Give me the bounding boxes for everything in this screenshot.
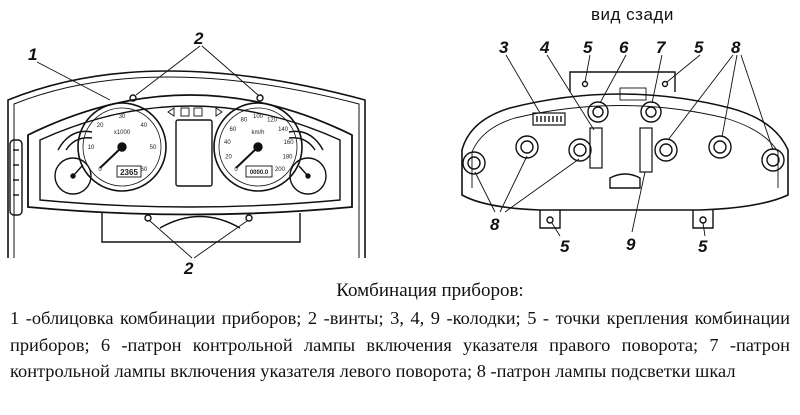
callout-1: 1: [28, 45, 37, 64]
callout-2-bottom: 2: [183, 259, 194, 278]
tacho-tick-label: 0: [98, 167, 102, 173]
speedo-tick-label: 80: [241, 117, 248, 123]
tacho-tick-label: 20: [97, 123, 104, 129]
lamp-socket: [462, 151, 486, 175]
speedo-tick-label: 0: [234, 167, 238, 173]
tacho-tick-label: 10: [88, 145, 95, 151]
lamp-socket: [515, 135, 539, 159]
callout-5-a: 5: [583, 38, 593, 57]
speedo-tick-label: 40: [224, 140, 231, 146]
speedo-tick-label: 180: [282, 155, 293, 161]
callout-6: 6: [619, 38, 629, 57]
callout-3: 3: [499, 38, 509, 57]
cluster-bezel: [27, 94, 353, 216]
right-turn-socket: [587, 101, 609, 123]
callout-8-bottom: 8: [490, 215, 500, 234]
callout-5-b: 5: [694, 38, 704, 57]
temp-gauge: [288, 130, 327, 195]
speedo-tick-label: 20: [225, 155, 232, 161]
odometer-readout: 2365: [120, 168, 138, 177]
lamp-socket: [654, 138, 678, 162]
caption-body: 1 -облицовка комбинации приборов; 2 -вин…: [10, 308, 790, 381]
speedo-unit: km/h: [251, 130, 264, 136]
left-turn-socket: [640, 101, 662, 123]
view-label: вид сзади: [591, 5, 674, 24]
tacho-tick-label: 40: [141, 123, 148, 129]
lamp-socket: [761, 148, 785, 172]
callout-8-top: 8: [731, 38, 741, 57]
caption-title: Комбинация приборов:: [336, 280, 524, 301]
back-view: [461, 54, 789, 237]
tacho-tick-label: 30: [119, 114, 126, 120]
connector-3: [532, 112, 566, 126]
front-view: 2365 x1000: [7, 45, 366, 259]
tachometer: 2365 x1000: [77, 102, 167, 192]
instrument-cluster-diagram: 2365 x1000: [7, 5, 789, 278]
tacho-tick-label: 60: [141, 167, 148, 173]
callout-7: 7: [656, 38, 667, 57]
temp-gauge-left: [57, 130, 93, 151]
lamp-socket: [708, 135, 732, 159]
callout-9: 9: [626, 235, 636, 254]
trip-readout: 0000.0: [250, 170, 269, 176]
figure-caption: Комбинация приборов: 1 -облицовка комбин…: [0, 279, 800, 385]
speedo-tick-label: 140: [278, 127, 289, 133]
connector-9: [639, 127, 653, 173]
tacho-tick-label: 50: [150, 145, 157, 151]
callout-2-top: 2: [193, 29, 204, 48]
callout-5-c: 5: [560, 237, 570, 256]
callout-5-d: 5: [698, 237, 708, 256]
speedo-tick-label: 60: [230, 127, 237, 133]
speedo-tick-label: 120: [267, 117, 278, 123]
speedometer: 0000.0 km/h: [213, 102, 303, 192]
callout-4: 4: [539, 38, 550, 57]
central-display: [175, 119, 213, 187]
speedo-tick-label: 200: [275, 167, 286, 173]
speedo-tick-label: 160: [284, 140, 295, 146]
fuel-gauge: [54, 157, 92, 195]
speedo-tick-label: 100: [253, 114, 264, 120]
connector-4: [589, 127, 603, 169]
lamp-socket: [568, 138, 592, 162]
tacho-unit: x1000: [114, 130, 131, 136]
